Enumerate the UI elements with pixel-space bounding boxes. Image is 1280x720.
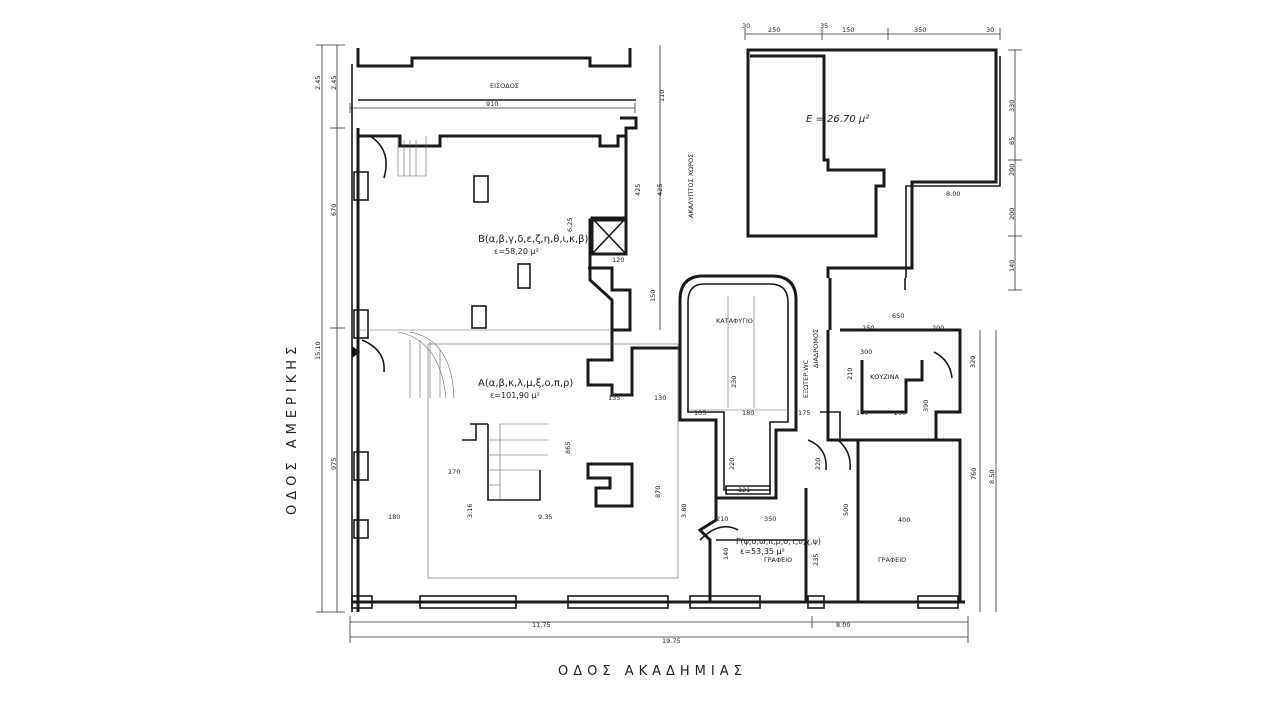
dim-left-975: 975 [330, 458, 338, 470]
label-entrance: ΕΙΣΟΔΟΣ [490, 82, 519, 90]
dim-left-1510: 15.10 [314, 341, 322, 360]
dim-top-30a: 30 [742, 22, 750, 30]
dim-r-220: 220 [814, 458, 822, 470]
dim-top-right-800: 8.00 [946, 190, 960, 198]
dim-r-210: 210 [846, 368, 854, 380]
room-b-name: Β(α,β,γ,δ,ε,ζ,η,θ,ι,κ,β) [478, 234, 589, 245]
dim-top-150: 150 [842, 26, 854, 34]
dim-sh-220: 220 [728, 458, 736, 470]
dim-top-250: 250 [768, 26, 780, 34]
dim-mid-110: 110 [658, 90, 666, 102]
street-amerikis: ΟΔΟΣ ΑΜΕΡΙΚΗΣ [285, 342, 300, 515]
label-corridor: ΔΙΑΔΡΟΜΟΣ [812, 329, 820, 368]
dim-mid-135: 135 [608, 394, 620, 402]
dim-top-350: 350 [914, 26, 926, 34]
label-kitchen: ΚΟΥΖΙΝΑ [870, 373, 900, 381]
label-open-space: ΑΚΑΛΥΠΤΟΣ ΧΩΡΟΣ [687, 154, 695, 218]
dim-left-670: 670 [330, 204, 338, 216]
street-akadimias: ΟΔΟΣ ΑΚΑΔΗΜΙΑΣ [558, 664, 747, 679]
dim-side-85: 85 [1008, 137, 1016, 145]
dim-mid-625: 6.25 [566, 218, 574, 232]
dim-left-245a: 2.45 [314, 76, 322, 90]
dim-r-390: 390 [922, 400, 930, 412]
dim-mid-150: 150 [649, 290, 657, 302]
dim-mid-316: 3.16 [466, 504, 474, 518]
dim-side-330: 330 [1008, 100, 1016, 112]
dim-mid-425a: 425 [634, 184, 642, 196]
dim-sh-230: 230 [730, 376, 738, 388]
dimension-labels: 910 250 150 350 30 30 35 11.75 19.75 8.0… [314, 22, 1016, 645]
room-a-area: ε=101,90 μ² [490, 391, 540, 400]
label-exterior-wc: ΕΞΩΤΕΡ.WC [802, 359, 810, 398]
dim-sh-210: 210 [716, 515, 728, 523]
dim-r-250b: 250 [894, 409, 906, 417]
dim-side-140: 140 [1008, 260, 1016, 272]
dim-mid-180: 180 [388, 513, 400, 521]
dim-bottom-800: 8.00 [836, 621, 850, 629]
dim-sh-180: 180 [742, 409, 754, 417]
dim-mid-870: 870 [654, 486, 662, 498]
dim-r-320: 320 [969, 356, 977, 368]
room-b-area: ε=58,20 μ² [494, 247, 539, 256]
dim-bottom-1175: 11.75 [532, 621, 551, 629]
room-g-name: Γ(φ,σ,ω,π,ρ,σ,τ,υ,χ,ψ) [736, 537, 821, 546]
dim-mid-120: 120 [612, 256, 624, 264]
label-office-small: ΓΡΑΦΕΙΟ [764, 556, 792, 564]
dim-r-400: 400 [898, 516, 910, 524]
label-shelter: ΚΑΤΑΦΥΓΙΟ [716, 317, 753, 325]
room-a-name: Α(α,β,κ,λ,μ,ξ,ο,π,ρ) [478, 378, 573, 389]
dim-r-140: 140 [856, 409, 868, 417]
dim-sh-121: 121 [738, 486, 750, 494]
outer-dimension-lines [316, 28, 1022, 643]
dim-mid-130: 130 [654, 394, 666, 402]
dim-top-35: 35 [820, 22, 828, 30]
dim-sh-105: 105 [694, 409, 706, 417]
dim-side-200b: 200 [1008, 164, 1016, 176]
dim-r-300: 300 [860, 348, 872, 356]
dim-mid-425b: 425 [656, 184, 664, 196]
dim-mid-935: 9.35 [538, 513, 552, 521]
dim-r-650: 650 [892, 312, 904, 320]
dim-mid-380: 3.80 [680, 504, 688, 518]
dim-r-250: 250 [862, 324, 874, 332]
dim-mid-170: 170 [448, 468, 460, 476]
dim-r-850: 8.50 [988, 470, 996, 484]
dim-sh-175: 175 [798, 409, 810, 417]
dim-bottom-1975: 19.75 [662, 637, 681, 645]
dim-side-200: 200 [1008, 208, 1016, 220]
room-g-area: ε=53,35 μ² [740, 547, 785, 556]
dim-left-245b: 2.45 [330, 76, 338, 90]
dim-top-30b: 30 [986, 26, 994, 34]
dim-r-500: 500 [842, 504, 850, 516]
dim-r-235: 235 [812, 554, 820, 566]
dim-top-910: 910 [486, 100, 498, 108]
dim-sh-140: 140 [722, 548, 730, 560]
walls [351, 48, 1001, 612]
dim-r-200: 200 [932, 324, 944, 332]
dim-sh-350: 350 [764, 515, 776, 523]
label-area-top-right: E = 26.70 μ² [806, 114, 869, 125]
dim-mid-865: 865 [564, 442, 572, 454]
dim-r-760: 760 [970, 468, 978, 480]
label-office-right: ΓΡΑΦΕΙΟ [878, 556, 906, 564]
